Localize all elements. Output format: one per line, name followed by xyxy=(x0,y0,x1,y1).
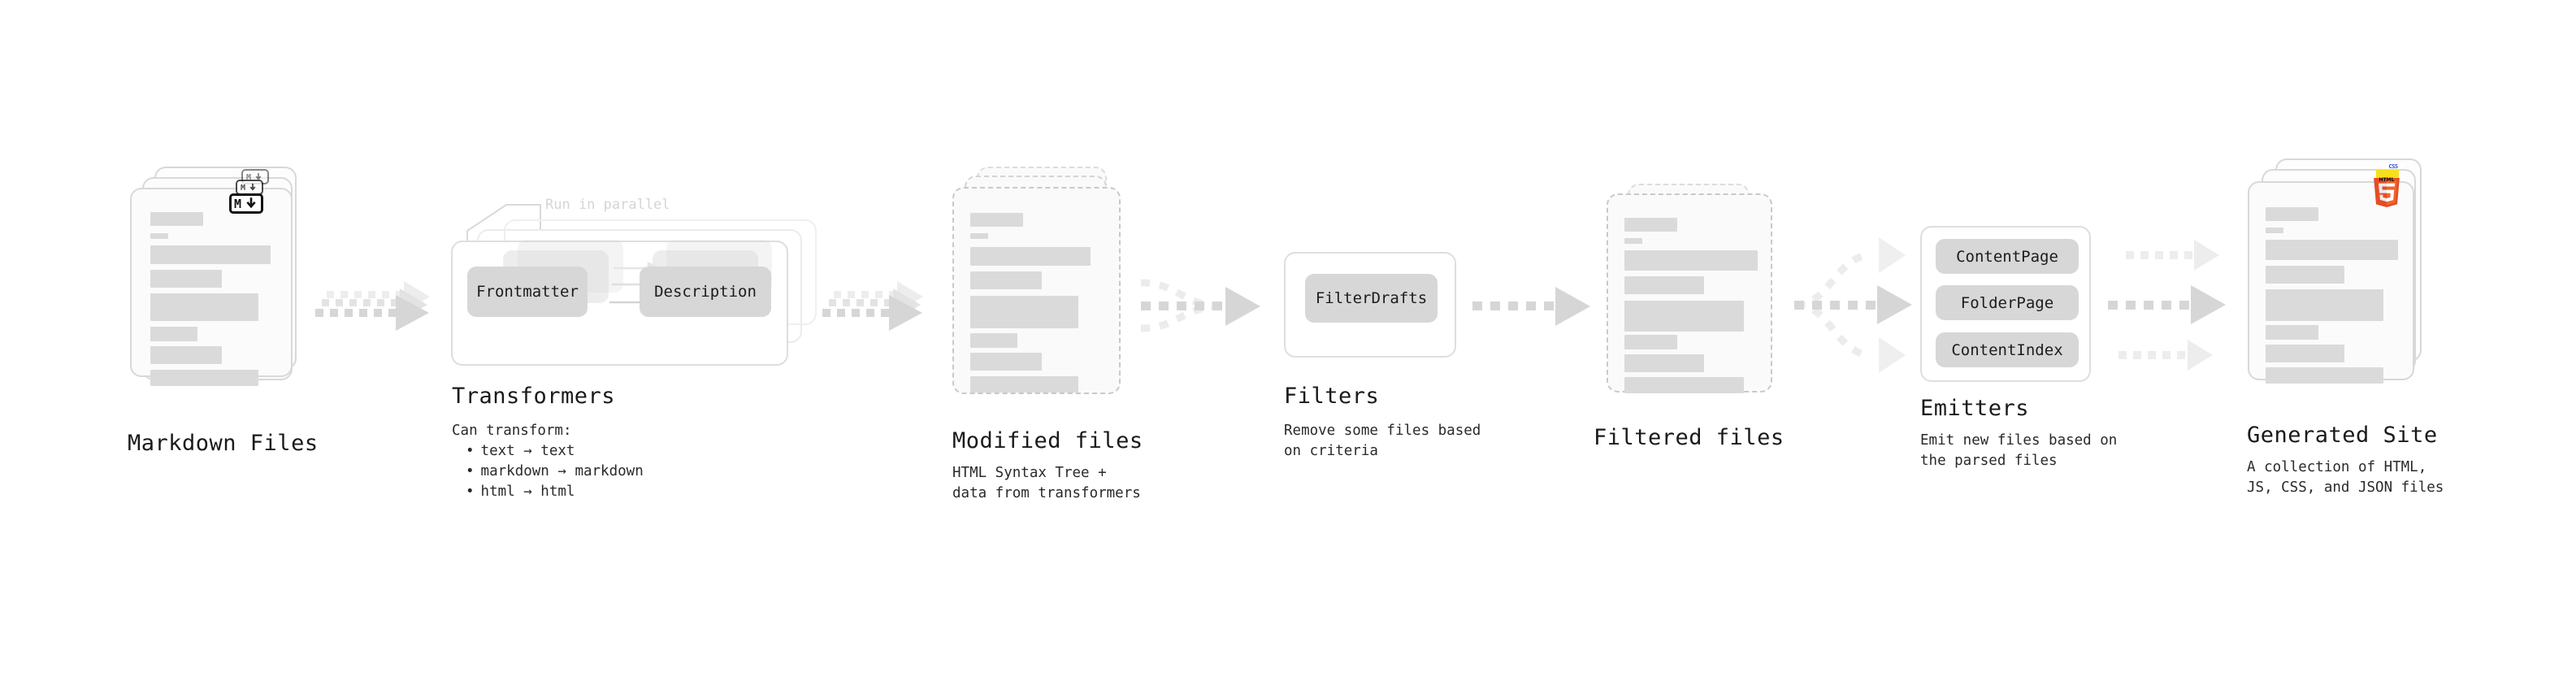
doc-line xyxy=(970,296,1078,328)
doc-line xyxy=(150,233,168,239)
run-in-parallel-label: Run in parallel xyxy=(545,197,670,213)
svg-text:M: M xyxy=(246,173,251,181)
filter-chip-filterdrafts[interactable]: FilterDrafts xyxy=(1305,274,1438,323)
doc-line xyxy=(150,245,271,264)
emitter-chip-contentpage[interactable]: ContentPage xyxy=(1936,239,2079,274)
transformer-chip-description[interactable]: Description xyxy=(640,267,771,317)
emitters-description: Emit new files based on the parsed files xyxy=(1920,432,2118,469)
stage-title-modified-files: Modified files xyxy=(952,428,1143,453)
svg-text:M: M xyxy=(234,197,241,210)
doc-line xyxy=(1624,301,1744,332)
html5-icon: HTML xyxy=(2374,177,2400,207)
file-card-front xyxy=(1607,193,1772,393)
doc-line xyxy=(2266,345,2344,362)
stage-title-transformers: Transformers xyxy=(452,384,616,409)
chip-label: FolderPage xyxy=(1960,293,2054,312)
chip-label: ContentIndex xyxy=(1951,340,2063,359)
doc-line xyxy=(150,370,258,386)
emitters-group: ContentPage FolderPage ContentIndex xyxy=(1920,226,2091,382)
stage-title-emitters: Emitters xyxy=(1920,396,2030,421)
doc-line xyxy=(150,270,222,288)
modified-files-stack xyxy=(952,167,1131,427)
transformers-subtitle: Can transform: xyxy=(452,423,572,439)
doc-line xyxy=(1624,250,1758,271)
chip-label: Description xyxy=(654,283,757,301)
doc-line xyxy=(1624,377,1744,393)
emitter-chip-contentindex[interactable]: ContentIndex xyxy=(1936,332,2079,367)
doc-line xyxy=(150,293,258,321)
transformers-group: Run in parallel Frontmatter Descrip xyxy=(451,195,817,366)
chip-label: FilterDrafts xyxy=(1315,289,1428,307)
transformers-bullet: text → text xyxy=(466,441,644,462)
generated-site-description: A collection of HTML, JS, CSS, and JSON … xyxy=(2247,459,2444,496)
markdown-icon: M xyxy=(229,193,263,214)
doc-line xyxy=(970,247,1091,266)
doc-line xyxy=(2266,367,2383,384)
stage-title-filters: Filters xyxy=(1284,384,1380,409)
doc-line xyxy=(970,333,1017,348)
transformers-bullet: html → html xyxy=(466,482,644,502)
svg-text:HTML: HTML xyxy=(2379,177,2394,183)
markdown-icon: M xyxy=(236,180,263,195)
file-card-html: HTML xyxy=(2248,177,2414,384)
transformer-chip-frontmatter[interactable]: Frontmatter xyxy=(467,267,588,317)
generated-site-stack: CSS HTML xyxy=(2248,158,2435,427)
transformers-description: Can transform: text → text markdown → ma… xyxy=(452,421,644,502)
markdown-files-stack: M M M xyxy=(130,167,309,419)
doc-line xyxy=(1624,335,1677,349)
doc-line xyxy=(2266,325,2318,340)
stage-title-generated-site: Generated Site xyxy=(2247,423,2438,448)
doc-line xyxy=(1624,238,1642,244)
doc-line xyxy=(970,376,1078,393)
filters-group: FilterDrafts xyxy=(1284,252,1456,358)
doc-line xyxy=(2266,266,2344,284)
stage-title-filtered-files: Filtered files xyxy=(1594,425,1785,450)
doc-line xyxy=(2266,228,2283,233)
filtered-files-stack xyxy=(1607,184,1785,427)
doc-line xyxy=(150,346,222,364)
doc-line xyxy=(150,327,197,341)
modified-files-description: HTML Syntax Tree + data from transformer… xyxy=(952,465,1141,501)
stage-title-markdown-files: Markdown Files xyxy=(128,431,319,456)
doc-line xyxy=(2266,240,2398,260)
doc-line xyxy=(970,353,1042,371)
transformers-bullet: markdown → markdown xyxy=(466,462,644,482)
doc-line xyxy=(970,213,1023,227)
filters-description: Remove some files based on criteria xyxy=(1284,423,1481,459)
doc-line xyxy=(2266,289,2383,321)
svg-text:M: M xyxy=(241,184,245,192)
chip-label: ContentPage xyxy=(1956,247,2058,266)
doc-line xyxy=(1624,218,1677,232)
file-card-front xyxy=(130,188,293,386)
doc-line xyxy=(1624,354,1704,372)
chip-label: Frontmatter xyxy=(476,283,579,301)
doc-line xyxy=(150,212,203,226)
file-card-front xyxy=(952,187,1121,394)
emitter-chip-folderpage[interactable]: FolderPage xyxy=(1936,285,2079,320)
doc-line xyxy=(970,271,1042,289)
doc-line xyxy=(970,233,988,239)
doc-line xyxy=(1624,276,1704,294)
doc-line xyxy=(2266,207,2318,221)
